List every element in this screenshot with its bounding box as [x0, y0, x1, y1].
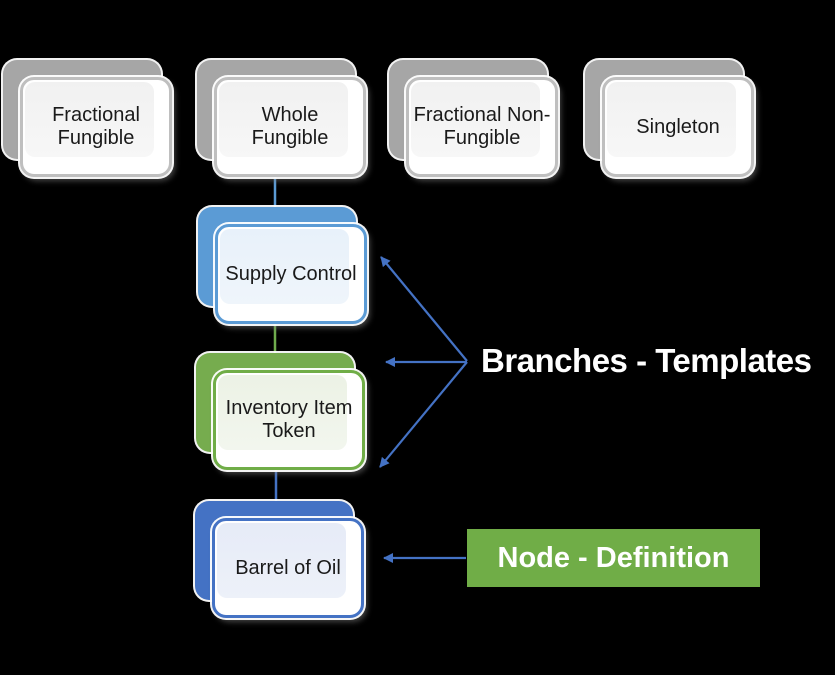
- card-inner-fill: [220, 229, 349, 304]
- card-label: Singleton: [636, 115, 720, 138]
- card-inner-fill: [607, 82, 736, 157]
- card-singleton: Singleton: [585, 60, 761, 178]
- card-fractional-non-fungible: Fractional Non-Fungible: [389, 60, 565, 178]
- card-label: Supply Control: [225, 262, 357, 285]
- card-supply-control: Supply Control: [198, 207, 374, 325]
- node-definition-label: Node - Definition: [497, 541, 730, 574]
- card-front-plate: Fractional Fungible: [20, 77, 172, 177]
- card-front-plate: Fractional Non-Fungible: [406, 77, 558, 177]
- card-inventory-item-token: Inventory Item Token: [196, 353, 372, 471]
- card-label: Barrel of Oil: [235, 556, 341, 579]
- card-label: Fractional Non-Fungible: [413, 104, 551, 149]
- card-whole-fungible: Whole Fungible: [197, 60, 373, 178]
- card-barrel-of-oil: Barrel of Oil: [195, 501, 371, 619]
- node-definition-box: Node - Definition: [467, 529, 760, 587]
- card-front-plate: Barrel of Oil: [212, 518, 364, 618]
- card-label: Fractional Fungible: [52, 104, 140, 149]
- card-fractional-fungible: Fractional Fungible: [3, 60, 179, 178]
- card-label: Inventory Item Token: [225, 397, 353, 442]
- branch-arrow-to-supply-control: [380, 256, 468, 362]
- card-inner-fill: [217, 523, 346, 598]
- card-inner-fill: [218, 375, 347, 450]
- branches-templates-label: Branches - Templates: [481, 342, 812, 379]
- card-front-plate: Whole Fungible: [214, 77, 366, 177]
- card-front-plate: Singleton: [602, 77, 754, 177]
- card-front-plate: Inventory Item Token: [213, 370, 365, 470]
- card-label: Whole Fungible: [251, 104, 329, 149]
- card-inner-fill: [411, 82, 540, 157]
- branch-arrow-to-inventory-bottom: [379, 361, 468, 468]
- card-inner-fill: [25, 82, 154, 157]
- card-inner-fill: [219, 82, 348, 157]
- card-front-plate: Supply Control: [215, 224, 367, 324]
